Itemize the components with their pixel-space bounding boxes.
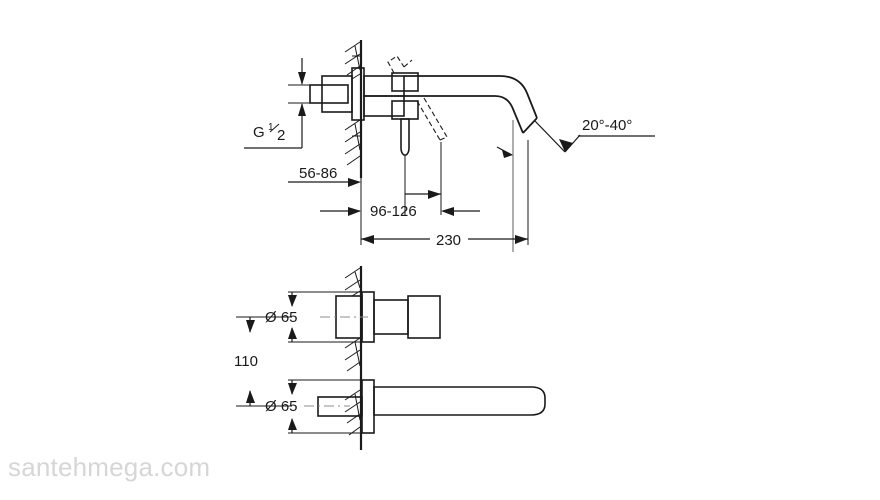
- spout-angle-leader: [534, 120, 655, 153]
- handle-lever: [400, 118, 410, 156]
- dim-spout-projection: 230: [436, 232, 461, 249]
- front-spout-assembly: [317, 379, 546, 434]
- inlet-pipe: [309, 75, 353, 113]
- dim-thread-label: G: [253, 124, 265, 141]
- dim-center-distance: 110: [234, 353, 258, 370]
- dim-valve-dia-line: [288, 291, 362, 343]
- dim-center-distance-line: [236, 316, 292, 407]
- side-elevation-view: 20°-40° G 1 2 56-86: [244, 40, 655, 252]
- dim-thread-numerator: 1: [268, 122, 274, 133]
- dim-handle-projection-line: [320, 142, 480, 216]
- dim-wall-depth-line: [288, 178, 361, 187]
- handle-position-up-dashed: [387, 55, 413, 74]
- handle-position-out-dashed: [416, 97, 448, 141]
- dim-thread-denominator: 2: [277, 127, 285, 144]
- front-view: Ø 65 Ø 65 110: [234, 266, 546, 450]
- front-wall-hatch: [344, 267, 361, 436]
- valve-body: [363, 75, 405, 117]
- dim-spout-angle: 20°-40°: [582, 117, 632, 134]
- front-valve-assembly: [335, 291, 441, 343]
- water-leader-arrow: [496, 146, 513, 158]
- dim-wall-depth: 56-86: [299, 165, 337, 182]
- spout-outline: [404, 75, 538, 134]
- thread-dimension-arrows: [244, 58, 316, 149]
- dim-spout-dia-line: [288, 379, 362, 434]
- dim-handle-projection: 96-126: [370, 203, 417, 220]
- wall-hatch-lower: [344, 119, 361, 166]
- dim-spout-projection-line: [360, 140, 529, 245]
- fraction-slash: [269, 123, 280, 133]
- site-watermark: santehmega.com: [8, 452, 211, 482]
